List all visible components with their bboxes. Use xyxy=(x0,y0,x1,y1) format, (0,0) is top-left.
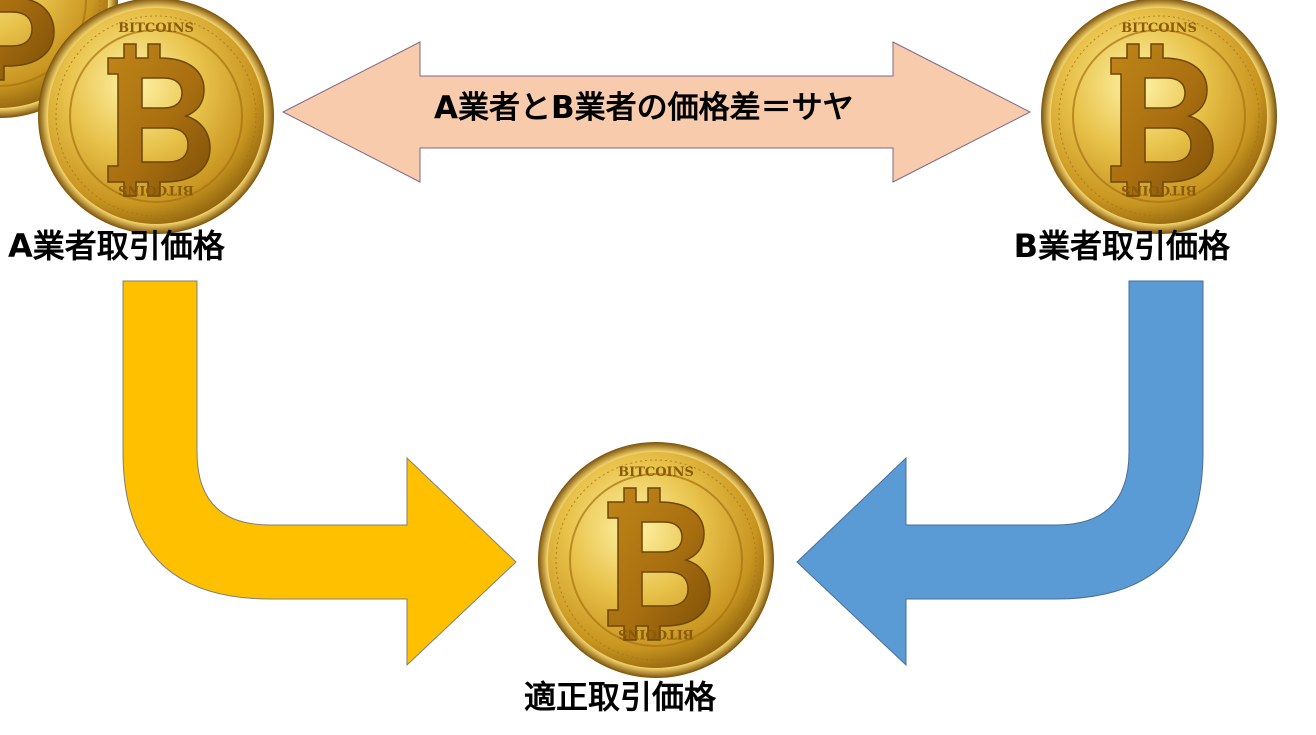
coin-top-text: BITCOINS xyxy=(618,465,694,480)
coin-top-text: BITCOINS xyxy=(118,21,194,36)
coin-bottom-text: BITCOINS xyxy=(118,182,194,197)
spread-label: A業者とB業者の価格差＝サヤ xyxy=(434,90,854,126)
coin-bottom-text: BITCOINS xyxy=(1121,182,1197,197)
vendor-b-price-label: B業者取引価格 xyxy=(1013,227,1230,265)
bitcoin-coin-icon: BITCOINS BITCOINS xyxy=(37,0,275,235)
double-arrow-icon xyxy=(281,41,1032,183)
bitcoin-coin-icon: BITCOINS BITCOINS xyxy=(537,441,775,679)
fair-price-label: 適正取引価格 xyxy=(524,678,717,716)
curved-arrow-icon xyxy=(796,280,1204,667)
bitcoin-coin-icon: BITCOINS BITCOINS xyxy=(1040,0,1278,235)
coin-top-text: BITCOINS xyxy=(1121,21,1197,36)
coin-bottom-text: BITCOINS xyxy=(618,626,694,641)
vendor-a-price-label: A業者取引価格 xyxy=(8,227,225,265)
curved-arrow-icon xyxy=(122,280,517,667)
